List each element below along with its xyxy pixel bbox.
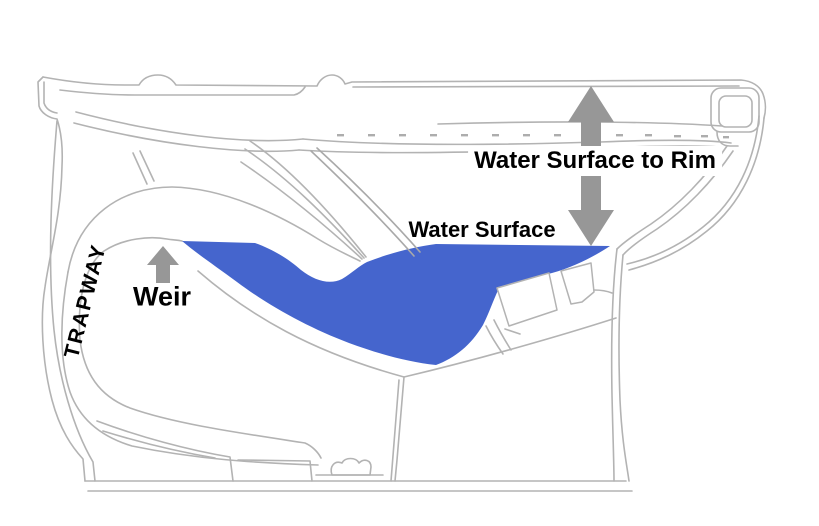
rim-hole-dash xyxy=(616,134,623,137)
inlet-fan-3 xyxy=(240,161,363,260)
bowl-front-wall-2 xyxy=(310,150,415,257)
rim-hole-dash xyxy=(674,135,681,138)
outlet-structure xyxy=(485,262,613,355)
trap-downleg-inner xyxy=(79,339,322,459)
weir-arrow-icon xyxy=(147,246,179,283)
rim-hole-dash xyxy=(492,134,499,137)
ledge-inner-line xyxy=(59,86,306,96)
sump-wall-1 xyxy=(394,376,405,482)
ledge-lip-inner xyxy=(43,81,58,114)
foot-line-1 xyxy=(96,420,234,482)
rim-hole-dash xyxy=(523,134,530,137)
outlet-slot-2 xyxy=(485,325,504,355)
sump-wall-2 xyxy=(390,379,400,482)
inlet-fan-2 xyxy=(244,148,365,259)
rim-underside-1 xyxy=(302,138,732,146)
outlet-quad-2 xyxy=(560,262,595,305)
weir-curve xyxy=(78,237,183,341)
bowl-front-wall-1 xyxy=(316,147,421,253)
rim-hole-dash xyxy=(701,135,708,138)
rim-hole-dash xyxy=(337,134,344,137)
outline-top-edge xyxy=(42,74,767,119)
rim-section-inner xyxy=(718,95,753,128)
right-shell-outer-2 xyxy=(626,115,760,265)
rim-hole-dash xyxy=(554,134,561,137)
rim-hole-dash xyxy=(461,134,468,137)
rim-hole-dash xyxy=(723,136,729,139)
back-wall-vertical-1 xyxy=(610,248,618,482)
outlet-notch xyxy=(504,328,521,335)
inlet-fan-1 xyxy=(249,140,367,258)
toilet-outline xyxy=(37,74,767,492)
left-shell-inner xyxy=(49,120,96,482)
weir-label: Weir xyxy=(132,281,192,312)
outlet-blob xyxy=(330,457,372,476)
water-fill xyxy=(182,241,610,365)
bowl-china-bottom xyxy=(197,270,617,378)
rim-holes xyxy=(337,134,729,139)
rim-hole-dash xyxy=(399,134,406,137)
rim-top-inner-line xyxy=(352,85,740,88)
rim-section-outer xyxy=(710,87,760,133)
foot-line-2 xyxy=(102,430,216,459)
water-surface-label: Water Surface xyxy=(408,217,556,242)
outlet-link xyxy=(593,289,613,294)
rim-hole-dash xyxy=(645,134,652,137)
water-surface-to-rim-label: Water Surface to Rim xyxy=(468,146,722,176)
rim-section-foot xyxy=(716,131,739,147)
rim-ceiling-line xyxy=(437,121,723,127)
trap-dome-arc xyxy=(67,186,361,273)
strut-line-2 xyxy=(139,150,155,182)
channel-lower-line xyxy=(73,122,300,153)
outlet-quad-1 xyxy=(496,272,558,327)
rim-hole-dash xyxy=(430,134,437,137)
back-wall-vertical-2 xyxy=(618,254,630,482)
foot-line-3 xyxy=(237,459,313,482)
outlet-slot-1 xyxy=(493,319,512,351)
outline-left-shell xyxy=(37,76,86,482)
channel-upper-line xyxy=(75,111,304,142)
bowl-front-wall xyxy=(310,147,421,257)
right-shell-outer-1 xyxy=(628,117,765,271)
strut-line-1 xyxy=(132,152,148,185)
rim-hole-dash xyxy=(368,134,375,137)
